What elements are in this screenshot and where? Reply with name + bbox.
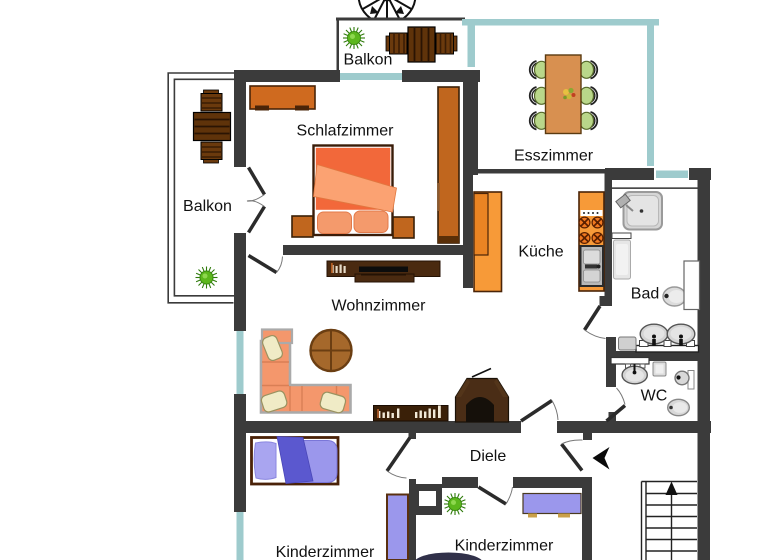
svg-text:Esszimmer: Esszimmer	[514, 148, 594, 165]
svg-text:Balkon: Balkon	[344, 52, 393, 69]
svg-text:WC: WC	[641, 388, 668, 405]
svg-text:Schlafzimmer: Schlafzimmer	[297, 123, 395, 140]
svg-text:Diele: Diele	[470, 448, 507, 465]
svg-text:Kinderzimmer: Kinderzimmer	[276, 544, 375, 560]
svg-text:Bad: Bad	[631, 286, 659, 303]
svg-text:Balkon: Balkon	[183, 198, 232, 215]
svg-text:Kinderzimmer: Kinderzimmer	[455, 538, 554, 555]
svg-text:Wohnzimmer: Wohnzimmer	[332, 298, 427, 315]
svg-text:Küche: Küche	[518, 244, 563, 261]
